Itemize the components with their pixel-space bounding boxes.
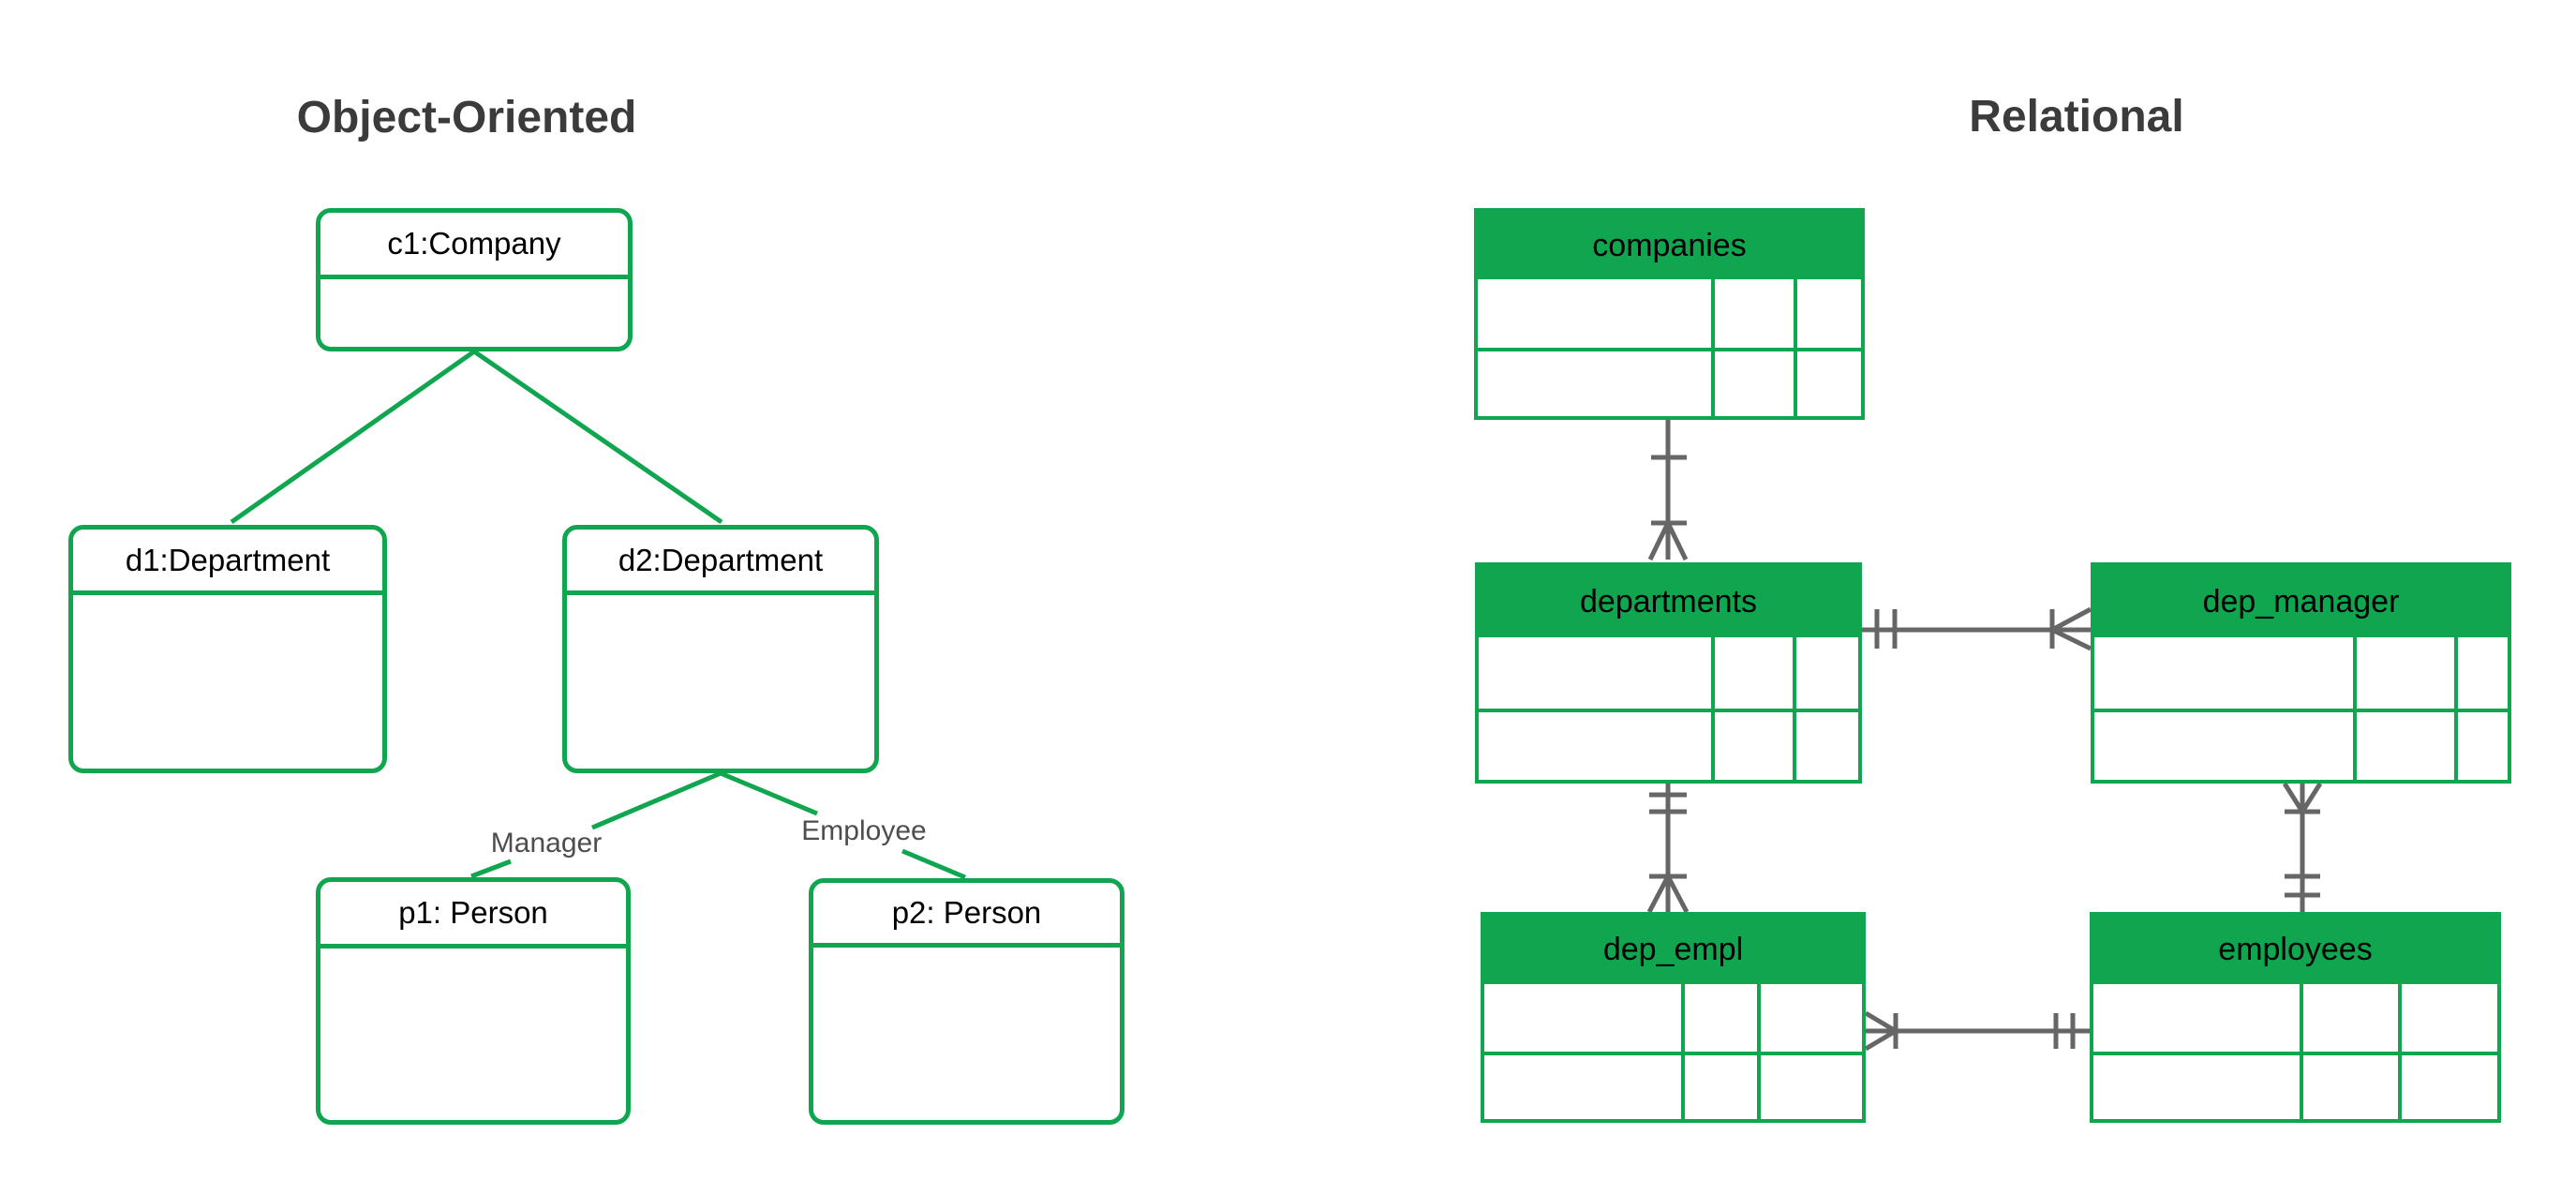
object-p2-body: [813, 948, 1120, 1120]
table-cell: [2454, 709, 2508, 780]
object-c1-company: c1:Company: [316, 208, 633, 351]
table-cell: [1792, 637, 1858, 709]
table-cell: [1711, 637, 1793, 709]
link-manager-p1: [470, 859, 512, 879]
object-c1-body: [320, 279, 628, 347]
connector-companies-departments: [1647, 420, 1689, 561]
table-cell: [2397, 984, 2497, 1052]
right-section-title: Relational: [1969, 92, 2184, 142]
table-cell: [1756, 1052, 1862, 1119]
table-cell: [1680, 984, 1757, 1052]
table-companies-header: companies: [1478, 212, 1861, 279]
object-d1-body: [73, 595, 382, 769]
table-cell: [2353, 709, 2455, 780]
connector-dep_manager-employees: [2282, 782, 2323, 912]
table-cell: [2299, 1052, 2398, 1119]
object-p1-body: [320, 949, 626, 1120]
object-d2-title: d2:Department: [567, 530, 874, 595]
table-dep-empl-grid: [1484, 984, 1862, 1119]
connector-departments-dep_empl: [1646, 784, 1690, 914]
table-cell: [2353, 637, 2455, 709]
table-companies-grid: [1478, 279, 1861, 416]
table-departments: departments: [1475, 562, 1862, 784]
table-cell: [1478, 279, 1712, 348]
link-d2-employee: [720, 770, 818, 816]
link-employee-p2: [901, 848, 966, 880]
object-p2-title: p2: Person: [813, 883, 1120, 948]
table-cell: [1479, 637, 1712, 709]
link-c1-d1: [230, 349, 476, 525]
link-c1-d2: [472, 349, 723, 525]
table-cell: [1680, 1052, 1757, 1119]
object-d1-title: d1:Department: [73, 530, 382, 595]
table-departments-grid: [1479, 637, 1858, 780]
table-employees-grid: [2093, 984, 2497, 1119]
object-d2-body: [567, 595, 874, 769]
connector-departments-dep_manager: [1862, 606, 2092, 651]
table-dep-manager-grid: [2094, 637, 2508, 780]
table-employees: employees: [2090, 912, 2501, 1123]
table-cell: [1478, 348, 1712, 416]
table-cell: [2397, 1052, 2497, 1119]
table-cell: [2094, 637, 2354, 709]
object-d1-department: d1:Department: [68, 525, 387, 773]
object-c1-title: c1:Company: [320, 213, 628, 279]
table-companies: companies: [1474, 208, 1865, 420]
table-departments-header: departments: [1479, 566, 1858, 637]
table-cell: [1711, 709, 1793, 780]
table-dep-empl: dep_empl: [1481, 912, 1866, 1123]
table-cell: [1793, 279, 1861, 348]
connector-dep_empl-employees: [1864, 1010, 2090, 1052]
object-p2-person: p2: Person: [809, 878, 1124, 1125]
table-cell: [2454, 637, 2508, 709]
table-cell: [2299, 984, 2398, 1052]
table-cell: [1479, 709, 1712, 780]
table-cell: [1484, 1052, 1681, 1119]
table-dep-empl-header: dep_empl: [1484, 916, 1862, 984]
table-cell: [1711, 279, 1794, 348]
table-cell: [1756, 984, 1862, 1052]
link-label-employee: Employee: [801, 815, 927, 846]
link-d2-manager: [591, 770, 722, 830]
table-dep-manager: dep_manager: [2091, 562, 2511, 784]
table-cell: [2094, 709, 2354, 780]
table-cell: [1792, 709, 1858, 780]
table-dep-manager-header: dep_manager: [2094, 566, 2508, 637]
table-cell: [1711, 348, 1794, 416]
left-section-title: Object-Oriented: [296, 93, 637, 142]
table-cell: [1793, 348, 1861, 416]
table-cell: [2093, 984, 2300, 1052]
table-cell: [2093, 1052, 2300, 1119]
object-p1-title: p1: Person: [320, 882, 626, 949]
link-label-manager: Manager: [490, 828, 603, 859]
object-d2-department: d2:Department: [562, 525, 879, 773]
object-p1-person: p1: Person: [316, 877, 631, 1125]
table-cell: [1484, 984, 1681, 1052]
table-employees-header: employees: [2093, 916, 2497, 984]
